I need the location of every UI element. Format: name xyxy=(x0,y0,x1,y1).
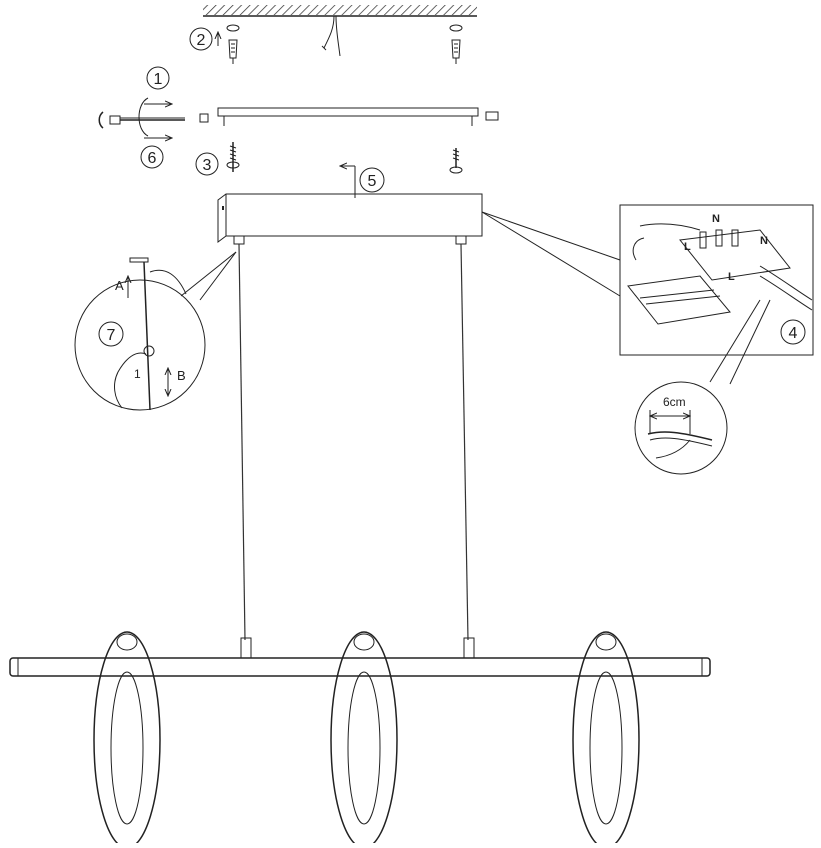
ceiling xyxy=(203,5,477,17)
step-3-marker: 3 xyxy=(195,152,219,176)
detail-wire-strip: 6cm xyxy=(634,299,771,475)
mounting-bracket xyxy=(199,107,499,126)
terminal-l2-label: L xyxy=(728,271,735,283)
canopy xyxy=(217,193,483,245)
step-5-label: 5 xyxy=(368,173,377,190)
arrow-b-label: B xyxy=(177,368,186,383)
screwdriver-icon xyxy=(98,111,185,129)
ring-center xyxy=(330,631,398,848)
detail-4-terminal-block: N L N L 4 xyxy=(481,204,814,356)
ring-left xyxy=(93,631,161,848)
wall-plug-right-icon xyxy=(449,24,463,64)
terminal-l-label: L xyxy=(684,241,691,253)
screw-left-icon xyxy=(226,142,240,172)
step-6-marker: 6 xyxy=(140,145,164,169)
step-4-label: 4 xyxy=(789,325,798,342)
arrow-1-label: 1 xyxy=(134,367,141,381)
step-1-marker: 1 xyxy=(146,66,170,90)
cable-clamps xyxy=(240,637,475,659)
step-3-label: 3 xyxy=(203,157,212,174)
detail-7-height-adjust: A B 1 7 xyxy=(74,251,237,411)
supply-wires-icon xyxy=(321,15,341,57)
step-7-label: 7 xyxy=(107,327,116,344)
step-1-label: 1 xyxy=(154,71,163,88)
wall-plug-left-icon xyxy=(226,24,240,64)
step-2-marker: 2 xyxy=(189,27,218,51)
step-5-marker: 5 xyxy=(340,166,385,198)
arrow-a-label: A xyxy=(115,278,124,293)
screw-right-icon xyxy=(449,148,463,174)
rotation-arrows-icon xyxy=(138,97,172,138)
strip-length-label: 6cm xyxy=(663,395,686,409)
terminal-n2-label: N xyxy=(760,235,768,247)
lamp-rings xyxy=(93,631,640,848)
step-6-label: 6 xyxy=(148,150,157,167)
ring-right xyxy=(572,631,640,848)
suspension-cables xyxy=(238,243,469,641)
terminal-n-label: N xyxy=(712,213,720,225)
lamp-tube xyxy=(9,657,711,677)
step-2-label: 2 xyxy=(197,32,206,49)
